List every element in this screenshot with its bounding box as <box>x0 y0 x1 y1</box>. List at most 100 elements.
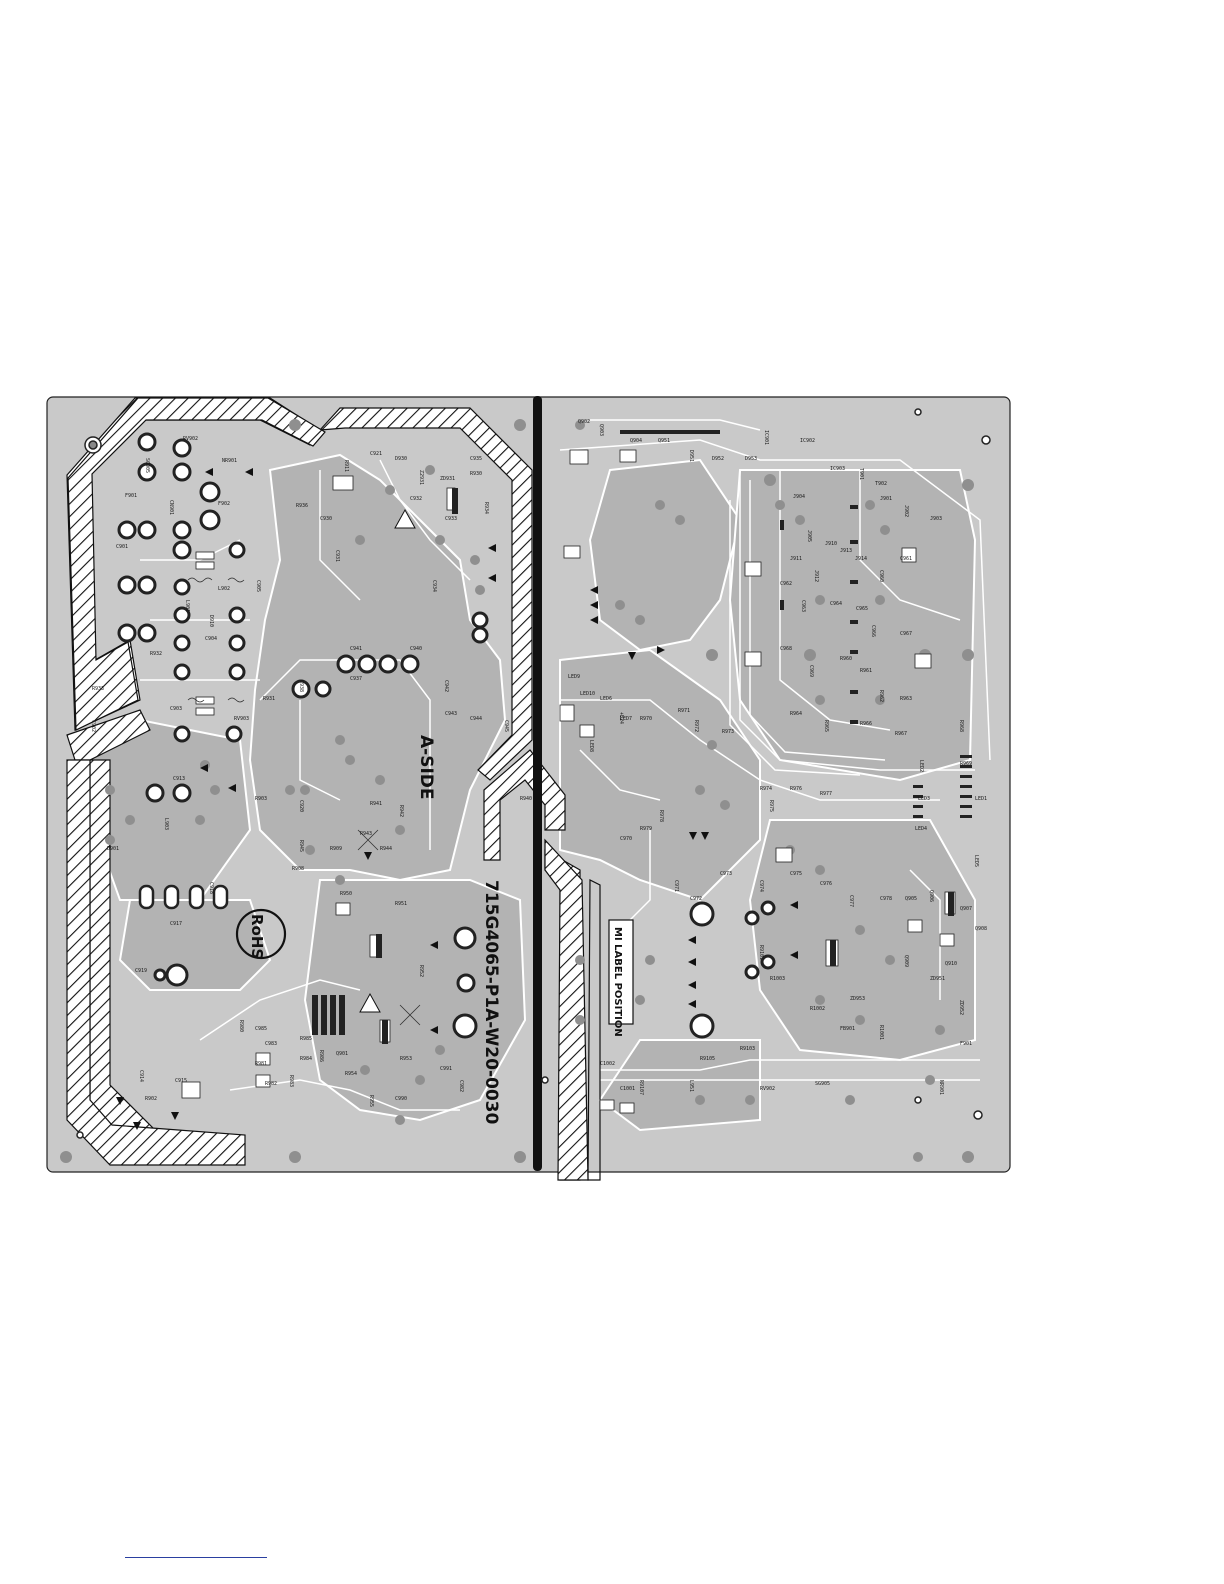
component-label: SG905 <box>815 1081 830 1087</box>
component-label: C943 <box>445 711 457 717</box>
component-label: C970 <box>620 836 632 842</box>
component-label: R945 <box>298 840 304 852</box>
component-label: F901 <box>125 493 137 499</box>
component-label: Q909 <box>903 955 909 967</box>
left-hatch-band <box>67 397 326 731</box>
component-label: R902 <box>145 1096 157 1102</box>
component-label: R942 <box>398 805 404 817</box>
component-label: +B24 <box>618 712 624 724</box>
resistor-arrays <box>312 430 972 1044</box>
component-label: R961 <box>860 668 872 674</box>
component-label: R952 <box>418 965 424 977</box>
component-label: Q951 <box>658 438 670 444</box>
component-label: R9107 <box>638 1080 644 1095</box>
component-label: C914 <box>138 1070 144 1082</box>
component-label: C990 <box>395 1096 407 1102</box>
component-label: C974 <box>758 880 764 892</box>
component-label: LED1 <box>975 796 987 802</box>
component-label: D901 <box>107 846 119 852</box>
component-label: C935 <box>470 456 482 462</box>
component-label: CN901 <box>168 500 174 515</box>
component-label: R953 <box>400 1056 412 1062</box>
component-label: C933 <box>445 516 457 522</box>
component-label: C968 <box>780 646 792 652</box>
component-label: Q903 <box>598 424 604 436</box>
component-label: C965 <box>856 606 868 612</box>
component-label: Q902 <box>578 419 590 425</box>
component-label: R985 <box>300 1036 312 1042</box>
component-label: C1002 <box>600 1061 615 1067</box>
component-label: C917 <box>170 921 182 927</box>
component-label: C942 <box>443 680 449 692</box>
component-label: R962 <box>878 690 884 702</box>
component-label: C966 <box>870 625 876 637</box>
mi-label-position: MI LABEL POSITION <box>612 927 623 1037</box>
component-label: J902 <box>903 505 909 517</box>
component-label: C976 <box>820 881 832 887</box>
component-label: LED3 <box>918 796 930 802</box>
side-label: A-SIDE <box>416 735 436 800</box>
component-label: Z2931 <box>418 470 424 485</box>
component-label: Q901 <box>336 1051 348 1057</box>
component-label: R970 <box>640 716 652 722</box>
component-label: R983 <box>288 1075 294 1087</box>
component-label: C930 <box>320 516 332 522</box>
component-label: J910 <box>825 541 837 547</box>
component-label: LED7 <box>620 716 632 722</box>
component-label: R909 <box>330 846 342 852</box>
component-label: LED2 <box>918 760 924 772</box>
component-label: J904 <box>793 494 805 500</box>
component-label: SG905 <box>144 458 150 473</box>
component-label: C940 <box>410 646 422 652</box>
component-label: R911 <box>343 460 349 472</box>
component-label: ZD953 <box>850 996 865 1002</box>
component-label: Q907 <box>960 906 972 912</box>
component-label: R9103 <box>740 1046 755 1052</box>
component-label: C967 <box>900 631 912 637</box>
component-label: R936 <box>296 503 308 509</box>
component-label: C937 <box>350 676 362 682</box>
rohs-circle <box>235 908 287 960</box>
component-label: LED4 <box>915 826 927 832</box>
component-label: IC901 <box>763 430 769 445</box>
component-label: R969 <box>960 761 972 767</box>
component-label: J914 <box>855 556 867 562</box>
component-label: L951 <box>688 1080 694 1092</box>
thru-hole-pads <box>117 432 776 1039</box>
component-label: R934 <box>483 502 489 514</box>
component-label: NR901 <box>222 458 237 464</box>
component-label: T902 <box>875 481 887 487</box>
component-label: Q910 <box>945 961 957 967</box>
component-label: R951 <box>395 901 407 907</box>
component-label: R903 <box>255 796 267 802</box>
component-label: C920 <box>298 800 304 812</box>
component-label: R972 <box>693 720 699 732</box>
component-label: Q906 <box>928 890 934 902</box>
component-label: C963 <box>800 600 806 612</box>
component-label: R974 <box>760 786 772 792</box>
component-label: C904 <box>205 636 217 642</box>
component-label: R968 <box>958 720 964 732</box>
component-label: R977 <box>820 791 832 797</box>
component-label: ZD951 <box>930 976 945 982</box>
component-label: ZD952 <box>958 1000 964 1015</box>
component-label: T901 <box>858 468 864 480</box>
component-label: R967 <box>895 731 907 737</box>
component-label: R975 <box>768 800 774 812</box>
component-label: J911 <box>790 556 802 562</box>
component-label: NR901 <box>938 1080 944 1095</box>
mounting-holes <box>76 408 991 1139</box>
component-label: Q908 <box>975 926 987 932</box>
component-label: C977 <box>848 895 854 907</box>
component-label: R1002 <box>810 1006 825 1012</box>
component-label: R931 <box>263 696 275 702</box>
component-label: C1001 <box>620 1086 635 1092</box>
component-label: C902 <box>90 720 96 732</box>
component-label: C991 <box>440 1066 452 1072</box>
component-label: LED10 <box>580 691 595 697</box>
component-label: R966 <box>860 721 872 727</box>
component-label: R964 <box>790 711 802 717</box>
component-label: F902 <box>218 501 230 507</box>
component-label: LED8 <box>588 740 594 752</box>
component-label: LED6 <box>600 696 612 702</box>
